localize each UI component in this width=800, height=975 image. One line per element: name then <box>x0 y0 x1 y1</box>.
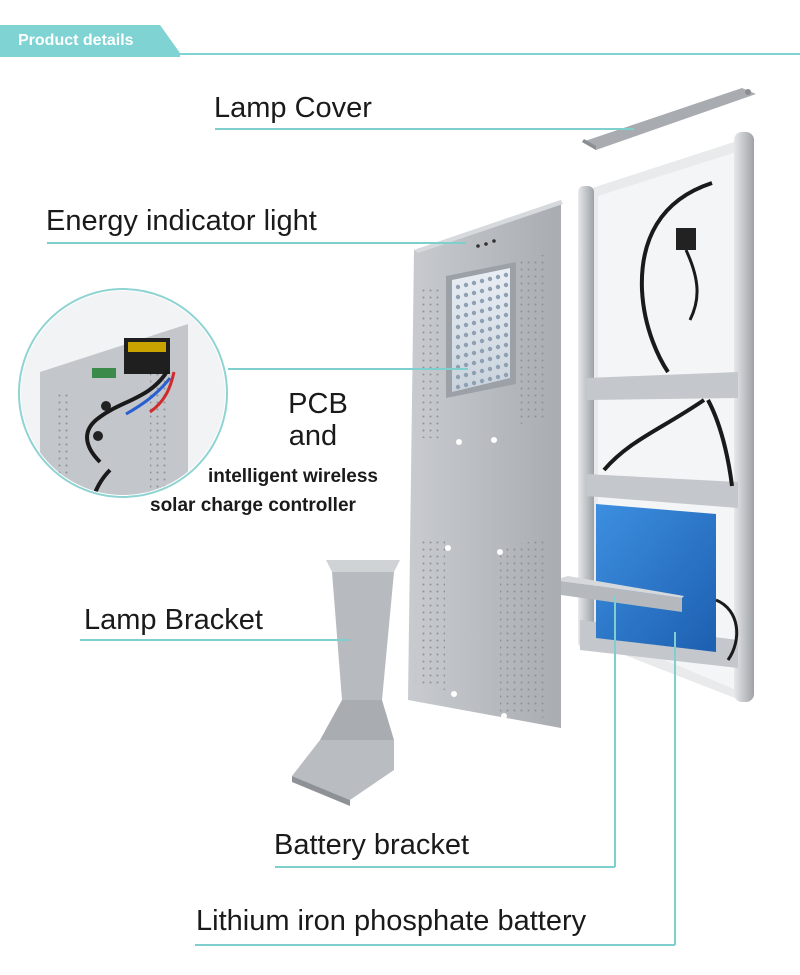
lamp-bracket-part <box>292 560 400 806</box>
battery-bracket-label: Battery bracket <box>274 829 470 861</box>
and-label: and <box>288 420 338 452</box>
solar-charge-controller-label: solar charge controller <box>150 495 356 516</box>
ribbon-tab-shape-icon <box>0 25 180 57</box>
leader-lines <box>47 128 676 946</box>
controller-closeup-inset <box>18 288 228 498</box>
lamp-bracket-label: Lamp Bracket <box>84 604 263 636</box>
lamp-cover-part <box>582 88 756 150</box>
header-title: Product details <box>18 32 134 49</box>
lamp-cover-label: Lamp Cover <box>214 92 372 124</box>
battery-bracket-part <box>554 576 684 612</box>
header-tab: Product details <box>0 25 180 57</box>
pcb-label: PCB <box>288 388 348 420</box>
lithium-battery-label: Lithium iron phosphate battery <box>196 905 587 937</box>
solar-panel-frame <box>578 132 754 702</box>
header-divider <box>176 53 800 55</box>
energy-indicator-label: Energy indicator light <box>46 205 317 237</box>
intelligent-wireless-label: intelligent wireless <box>208 466 378 487</box>
lamp-housing-panel <box>408 200 563 728</box>
